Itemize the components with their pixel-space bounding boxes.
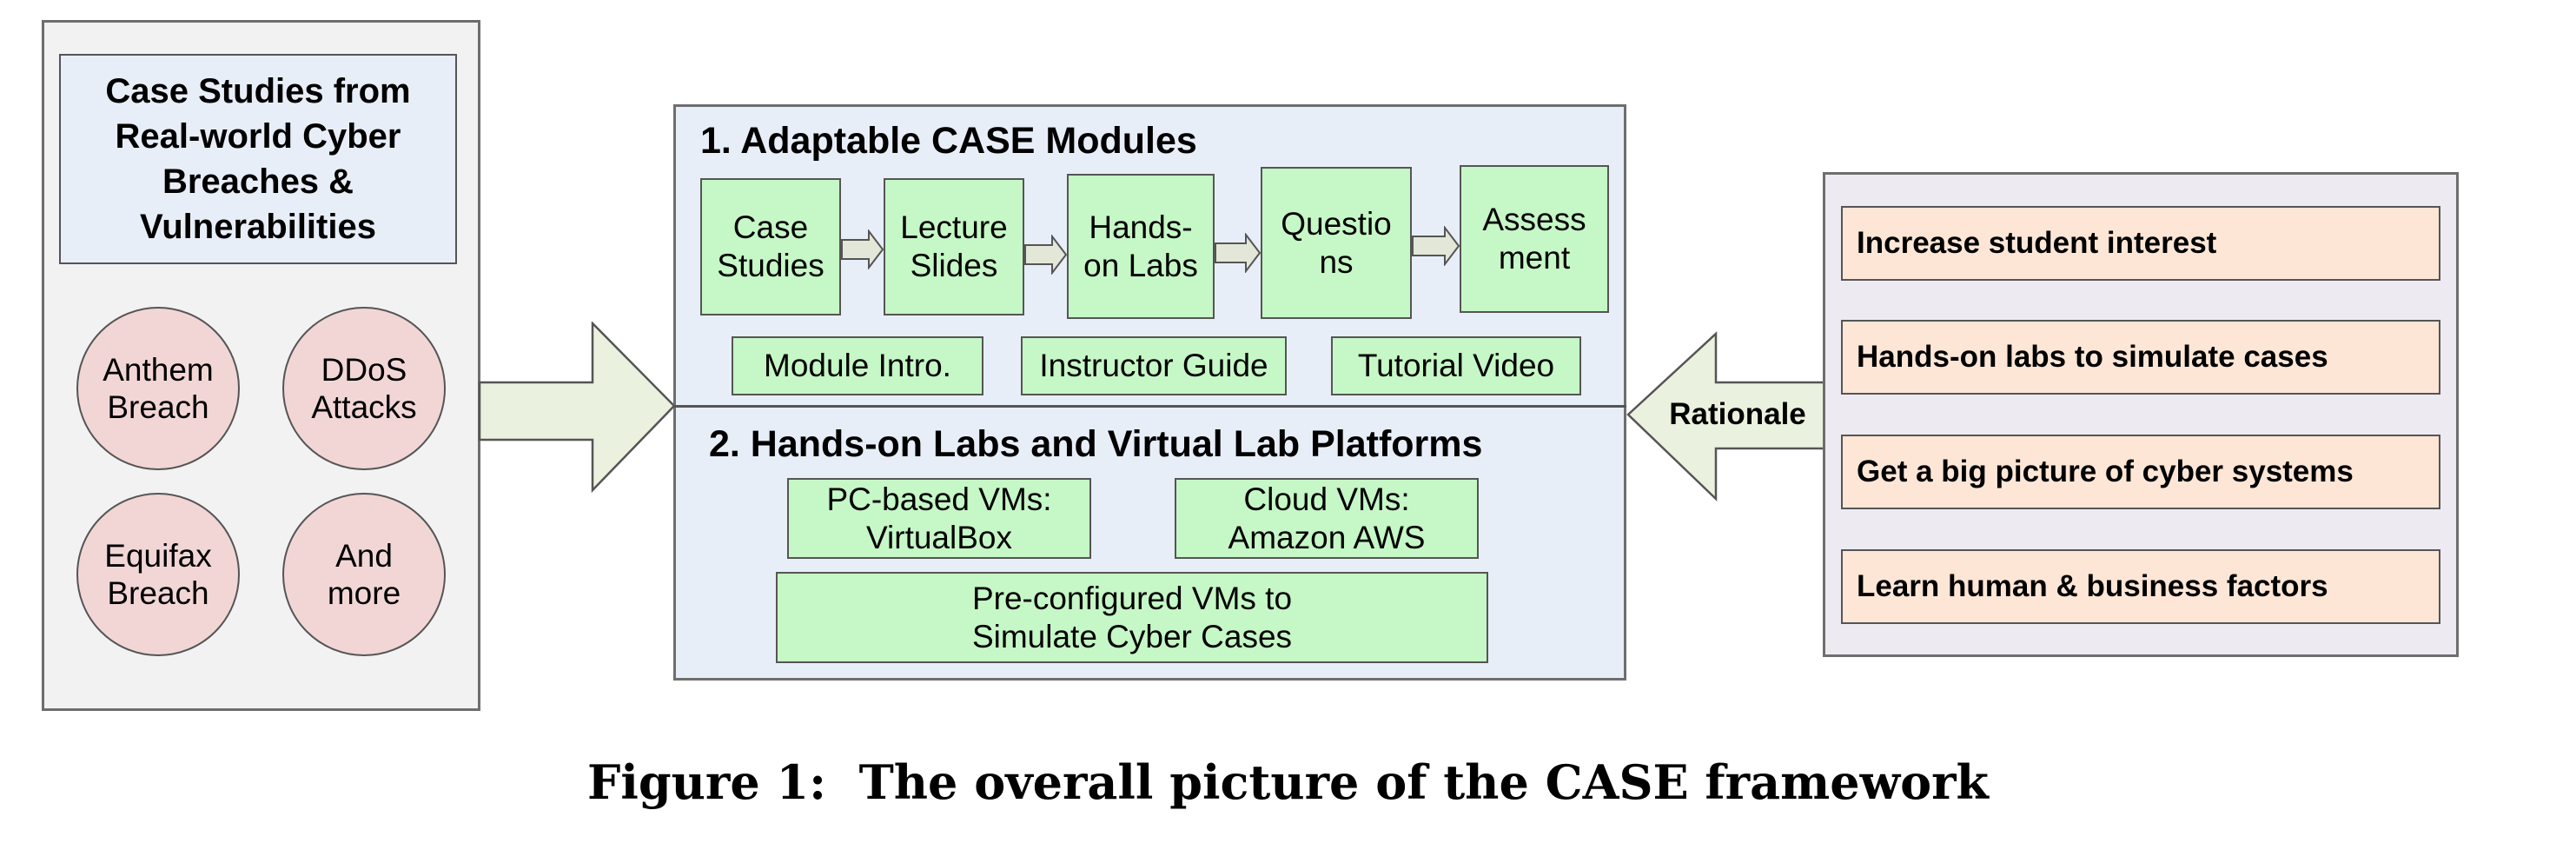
rationale-item-student-interest: Increase student interest xyxy=(1841,206,2440,281)
section-divider xyxy=(673,405,1626,408)
rationale-item-hands-on-labs: Hands-on labs to simulate cases xyxy=(1841,320,2440,395)
flow-arrow-icon xyxy=(1412,226,1460,266)
rationale-item-human-business: Learn human & business factors xyxy=(1841,549,2440,624)
module-case-studies: Case Studies xyxy=(700,178,841,315)
flow-arrow-icon xyxy=(841,229,884,269)
circle-and-more: And more xyxy=(282,493,446,656)
module-assessment: Assess ment xyxy=(1460,165,1609,313)
circle-equifax-breach: Equifax Breach xyxy=(76,493,240,656)
figure-caption: Figure 1: The overall picture of the CAS… xyxy=(587,754,1989,810)
flow-arrow-icon xyxy=(1024,235,1068,275)
platform-cloud-vms: Cloud VMs: Amazon AWS xyxy=(1175,478,1479,559)
module-questions: Questio ns xyxy=(1261,167,1412,319)
section2-title: 2. Hands-on Labs and Virtual Lab Platfor… xyxy=(709,423,1483,465)
module-hands-on-labs: Hands- on Labs xyxy=(1067,174,1215,319)
rationale-item-big-picture: Get a big picture of cyber systems xyxy=(1841,435,2440,509)
circle-anthem-breach: Anthem Breach xyxy=(76,307,240,470)
resource-module-intro: Module Intro. xyxy=(732,336,983,395)
section1-title: 1. Adaptable CASE Modules xyxy=(700,120,1197,162)
resource-instructor-guide: Instructor Guide xyxy=(1021,336,1287,395)
preconfigured-vms-box: Pre-configured VMs to Simulate Cyber Cas… xyxy=(776,572,1488,663)
platform-pc-based-vms: PC-based VMs: VirtualBox xyxy=(787,478,1091,559)
module-lecture-slides: Lecture Slides xyxy=(884,178,1024,315)
case-studies-title: Case Studies from Real-world Cyber Breac… xyxy=(59,54,457,264)
flow-arrow-icon xyxy=(1215,233,1262,273)
resource-tutorial-video: Tutorial Video xyxy=(1331,336,1581,395)
rationale-label: Rationale xyxy=(1669,397,1806,431)
right-arrow-icon xyxy=(478,322,676,494)
circle-ddos-attacks: DDoS Attacks xyxy=(282,307,446,470)
